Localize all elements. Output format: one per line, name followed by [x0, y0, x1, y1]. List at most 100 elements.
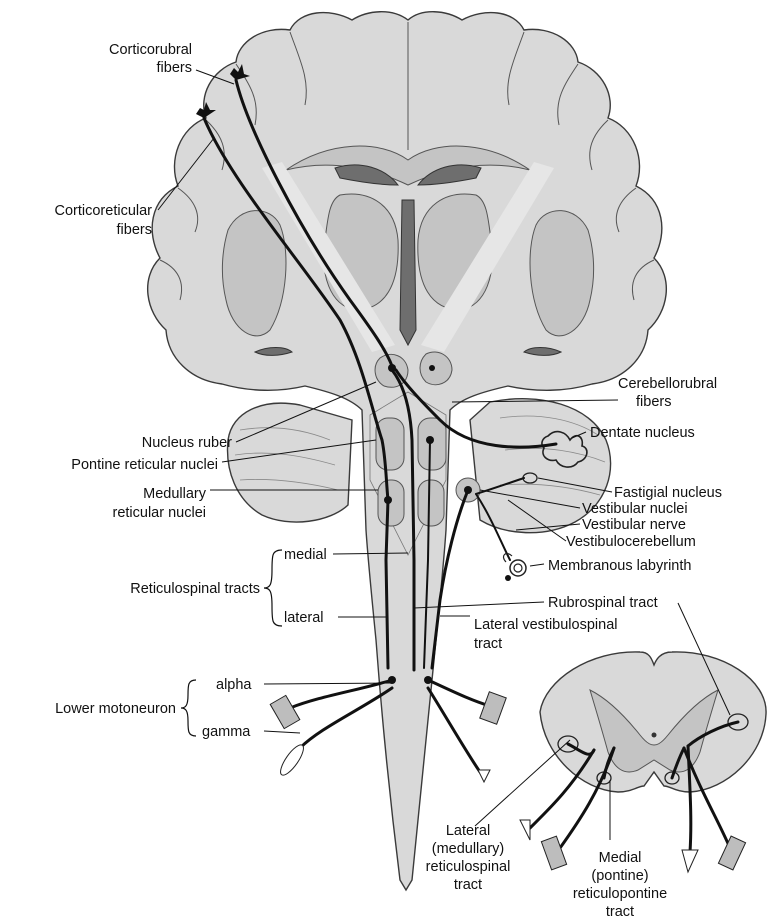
label-lateral-medullary-2: (medullary) — [432, 841, 505, 857]
label-lateral-vestibulospinal-1: Lateral vestibulospinal — [474, 617, 617, 633]
alpha-soma-right — [424, 676, 432, 684]
label-lateral-medullary-3: reticulospinal — [426, 859, 511, 875]
cerebellum-right — [469, 398, 612, 534]
internal-capsule-left — [262, 162, 395, 352]
pontine-reticular-left — [375, 417, 405, 471]
label-medial: medial — [284, 547, 327, 563]
label-corticorubral-2: fibers — [157, 60, 192, 76]
pontine-soma — [426, 436, 434, 444]
gyri-lines — [159, 22, 655, 301]
temporal-horn-right — [523, 347, 563, 356]
third-ventricle — [399, 199, 417, 347]
temporal-horn-left — [253, 347, 293, 356]
muscle-left — [269, 694, 301, 730]
reticulospinal-lateral — [384, 498, 390, 670]
cord-fiber-3 — [686, 720, 740, 748]
cord-muscle-1 — [540, 835, 568, 871]
label-medullary-reticular-2: reticular nuclei — [113, 505, 207, 521]
label-lateral-medullary-4: tract — [454, 877, 482, 893]
label-corticoreticular-1: Corticoreticular — [55, 203, 153, 219]
label-lateral-vestibulospinal-2: tract — [474, 636, 502, 652]
cord-effector-2 — [681, 849, 699, 874]
gamma-motoneuron-right-fiber — [426, 686, 482, 774]
spinal-cord-outline — [539, 651, 767, 793]
ruber-soma — [388, 364, 396, 372]
reticulospinal-medial — [423, 439, 431, 669]
pons-outline — [369, 391, 447, 556]
corticorubral-fiber — [234, 78, 394, 368]
label-alpha: alpha — [216, 677, 252, 693]
medullary-reticular-left — [377, 479, 405, 527]
rubrospinal-descending — [390, 368, 416, 672]
vestibular-nerve-fiber — [475, 493, 511, 561]
label-medullary-reticular-1: Medullary — [143, 486, 207, 502]
cerebellar-folia — [234, 415, 606, 496]
cord-effector-1 — [519, 819, 531, 841]
medullary-soma — [384, 496, 392, 504]
label-vestibular-nuclei: Vestibular nuclei — [582, 501, 688, 517]
label-rubrospinal-tract: Rubrospinal tract — [548, 595, 658, 611]
label-lateral: lateral — [284, 610, 324, 626]
label-fastigial: Fastigial nucleus — [614, 485, 722, 501]
cerebellum-left — [226, 402, 353, 523]
label-corticoreticular-2: fibers — [117, 222, 152, 238]
label-cerebellorubral-2: fibers — [636, 394, 671, 410]
neuron-somata — [196, 64, 472, 684]
corticoreticular-soma — [196, 102, 216, 118]
cord-out-4 — [682, 746, 732, 850]
vestibulospinal-fiber — [430, 488, 470, 670]
leader-lines — [157, 69, 731, 840]
vestibular-soma — [464, 486, 472, 494]
label-membranous-labyrinth: Membranous labyrinth — [548, 558, 691, 574]
internal-capsule-right — [421, 162, 554, 352]
brain-section — [147, 11, 667, 892]
label-lower-motoneuron: Lower motoneuron — [55, 701, 176, 717]
gamma-motoneuron-fiber — [298, 686, 394, 750]
text-labels: Corticorubral fibers Corticoreticular fi… — [55, 42, 723, 920]
membranous-labyrinth-drawing — [502, 552, 527, 581]
label-pontine-reticular: Pontine reticular nuclei — [71, 457, 218, 473]
muscle-right — [479, 691, 507, 725]
cerebellorubral-fiber — [394, 368, 558, 449]
effectors — [269, 691, 507, 784]
cord-muscle-2 — [717, 835, 747, 871]
spinal-cord-section — [519, 651, 767, 874]
basal-ganglia-right — [529, 210, 595, 337]
label-medial-pontine-2: (pontine) — [591, 868, 648, 884]
pontine-reticular-right — [417, 417, 447, 471]
cord-tract-right — [727, 713, 749, 731]
alpha-motoneuron-fiber — [288, 678, 394, 710]
label-medial-pontine-4: tract — [606, 904, 634, 920]
label-vestibulocerebellum: Vestibulocerebellum — [566, 534, 696, 550]
vestibulocerebellar-fiber — [475, 477, 525, 495]
basal-ganglia-left — [221, 210, 287, 337]
medullary-reticular-right — [417, 479, 445, 527]
label-gamma: gamma — [202, 724, 251, 740]
fiber-tracts — [202, 78, 558, 774]
cord-out-1 — [526, 748, 596, 832]
alpha-soma-left — [388, 676, 396, 684]
dentate-nucleus-shape — [541, 430, 588, 468]
label-vestibular-nerve: Vestibular nerve — [582, 517, 686, 533]
corticorubral-soma — [230, 64, 250, 80]
spindle-left — [280, 744, 304, 776]
label-lateral-medullary-1: Lateral — [446, 823, 490, 839]
label-medial-pontine-3: reticulopontine — [573, 886, 667, 902]
cord-fiber-4 — [670, 746, 686, 780]
spindle-right — [477, 769, 491, 784]
nucleus-ruber-right-shape — [419, 351, 453, 386]
label-dentate-nucleus: Dentate nucleus — [590, 425, 695, 441]
label-corticorubral-1: Corticorubral — [109, 42, 192, 58]
cord-out-2 — [558, 746, 616, 850]
label-nucleus-ruber: Nucleus ruber — [142, 435, 232, 451]
label-cerebellorubral-1: Cerebellorubral — [618, 376, 717, 392]
lateral-ventricle-right — [416, 164, 482, 186]
label-medial-pontine-1: Medial — [599, 850, 642, 866]
label-reticulospinal-tracts: Reticulospinal tracts — [130, 581, 260, 597]
cord-tract-left — [557, 735, 579, 753]
lateral-ventricle-left — [334, 164, 400, 186]
corticoreticular-fiber — [202, 116, 390, 502]
cord-tract-medial-right — [664, 771, 680, 785]
